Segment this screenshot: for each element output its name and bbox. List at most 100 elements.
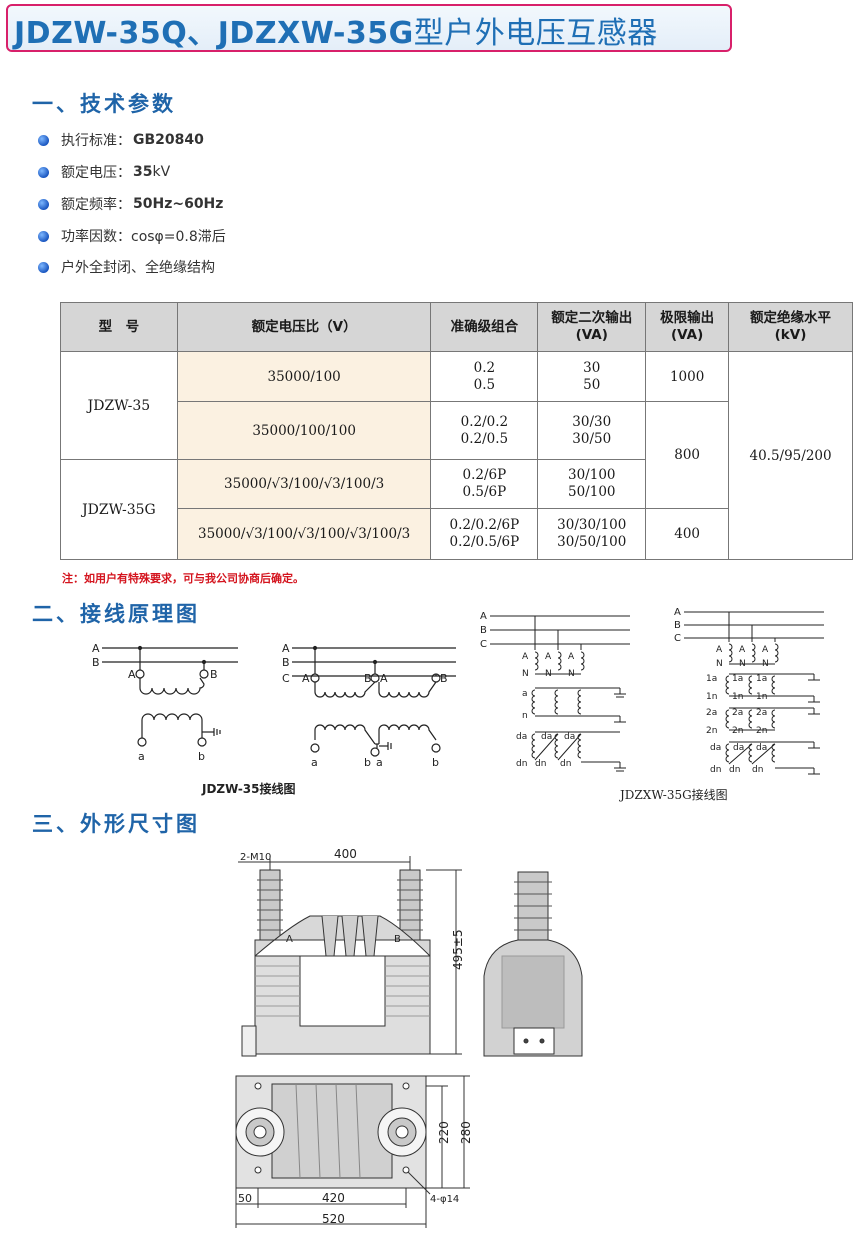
spec-frequency: 额定频率：50Hz~60Hz: [38, 194, 223, 214]
svg-text:A: A: [739, 645, 746, 655]
caption-jdzw35: JDZW-35接线图: [202, 782, 296, 796]
ratio-cell: 35000/100: [176, 351, 432, 402]
svg-text:dn: dn: [516, 759, 527, 769]
svg-text:A: A: [522, 652, 529, 662]
wiring-diagram-35g-a: A B C A N A N A N a n da da da dn dn dn: [480, 611, 630, 772]
svg-text:C: C: [480, 639, 487, 650]
model-cell: JDZW-35G: [60, 459, 178, 560]
spec-power-factor: 功率因数：cosφ=0.8滞后: [38, 226, 226, 246]
section-title-wiring: 二、接线原理图: [32, 602, 200, 626]
svg-text:2-M10: 2-M10: [240, 852, 271, 863]
svg-text:520: 520: [322, 1212, 345, 1226]
svg-text:B: B: [440, 672, 448, 685]
section-title-params: 一、技术参数: [32, 92, 176, 116]
svg-text:A: A: [128, 668, 136, 681]
svg-text:2a: 2a: [706, 708, 717, 718]
svg-text:2a: 2a: [732, 708, 743, 718]
svg-text:400: 400: [334, 847, 357, 861]
svg-text:da: da: [733, 743, 744, 753]
ratio-cell: 35000/√3/100/√3/100/3: [176, 459, 432, 509]
svg-text:2n: 2n: [732, 726, 743, 736]
svg-text:B: B: [282, 656, 290, 669]
svg-text:50: 50: [238, 1192, 252, 1205]
svg-text:2a: 2a: [756, 708, 767, 718]
svg-text:A: A: [380, 672, 388, 685]
svg-text:a: a: [311, 756, 318, 769]
svg-text:C: C: [674, 633, 681, 644]
svg-text:a: a: [376, 756, 383, 769]
svg-text:B: B: [210, 668, 218, 681]
page-title: JDZW-35Q、JDZXW-35G型户外电压互感器: [14, 16, 658, 51]
svg-text:A: A: [762, 645, 769, 655]
table-header-row: 型 号 额定电压比（V） 准确级组合 额定二次输出(VA) 极限输出(VA) 额…: [60, 302, 853, 352]
svg-text:1n: 1n: [732, 692, 743, 702]
svg-text:dn: dn: [752, 765, 763, 775]
header-secondary: 额定二次输出(VA): [537, 302, 647, 352]
section-title-dimensions: 三、外形尺寸图: [32, 812, 200, 836]
ratio-cell: 35000/√3/100/√3/100/√3/100/3: [176, 508, 432, 560]
svg-text:da: da: [541, 732, 552, 742]
svg-text:A: A: [282, 642, 290, 655]
bullet-icon: [38, 198, 49, 210]
svg-text:A: A: [286, 934, 293, 945]
svg-text:1n: 1n: [756, 692, 767, 702]
side-view-drawing: [483, 871, 583, 1057]
svg-text:220: 220: [437, 1121, 451, 1144]
svg-text:B: B: [364, 672, 372, 685]
svg-text:A: A: [674, 607, 681, 618]
svg-text:n: n: [522, 711, 528, 721]
wiring-diagram-single: A B A B a b: [92, 642, 238, 763]
front-view-drawing: 2-M10 400 A B 495±5: [238, 847, 465, 1057]
svg-text:2n: 2n: [756, 726, 767, 736]
header-insulation: 额定绝缘水平(kV): [728, 302, 853, 352]
svg-text:dn: dn: [560, 759, 571, 769]
svg-text:dn: dn: [710, 765, 721, 775]
header-limit: 极限输出(VA): [645, 302, 730, 352]
limit-cell: 1000: [645, 351, 730, 402]
bullet-icon: [38, 261, 49, 273]
svg-text:da: da: [564, 732, 575, 742]
svg-text:B: B: [674, 620, 681, 631]
wiring-diagram-double: A B C A B A B a b a b: [282, 642, 456, 769]
svg-text:A: A: [568, 652, 575, 662]
svg-text:4-φ14: 4-φ14: [430, 1194, 459, 1205]
svg-text:N: N: [522, 669, 529, 679]
svg-text:1a: 1a: [706, 674, 717, 684]
limit-cell: 400: [645, 508, 730, 560]
svg-text:A: A: [716, 645, 723, 655]
insulation-cell: 40.5/95/200: [728, 351, 853, 560]
svg-text:b: b: [364, 756, 371, 769]
svg-text:1a: 1a: [756, 674, 767, 684]
svg-text:a: a: [522, 689, 528, 699]
svg-text:B: B: [92, 656, 100, 669]
spec-standard: 执行标准：GB20840: [38, 130, 204, 150]
svg-text:N: N: [716, 659, 723, 669]
svg-text:280: 280: [459, 1121, 473, 1144]
svg-text:420: 420: [322, 1191, 345, 1205]
model-cell: JDZW-35: [60, 351, 178, 460]
svg-text:da: da: [516, 732, 527, 742]
bullet-icon: [38, 134, 49, 146]
svg-text:A: A: [92, 642, 100, 655]
svg-text:2n: 2n: [706, 726, 717, 736]
top-view-drawing: 220 280 50 420 520 4-φ14: [235, 1075, 473, 1228]
spec-structure: 户外全封闭、全绝缘结构: [38, 257, 215, 277]
note-text: 注：如用户有特殊要求，可与我公司协商后确定。: [62, 572, 304, 585]
svg-text:C: C: [282, 672, 290, 685]
limit-cell: 800: [645, 401, 730, 509]
header-ratio: 额定电压比（V）: [176, 302, 432, 352]
svg-text:b: b: [432, 756, 439, 769]
header-model: 型 号: [60, 302, 178, 352]
svg-text:a: a: [138, 750, 145, 763]
